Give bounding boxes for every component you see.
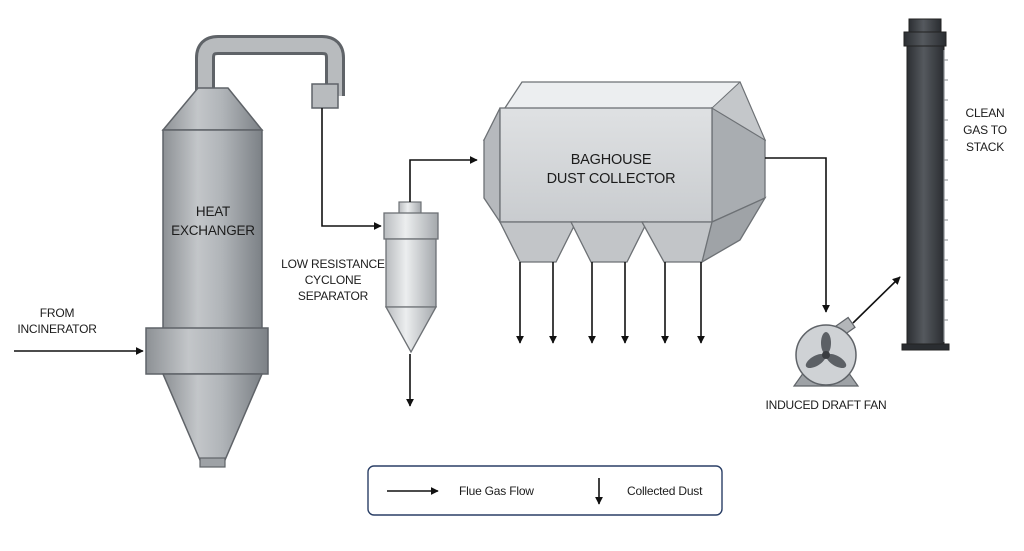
cyclone-separator xyxy=(383,201,439,354)
label-cyclone-line-1: LOW RESISTANCE xyxy=(281,257,385,271)
baghouse-hopper-1 xyxy=(498,221,578,263)
label-baghouse: BAGHOUSE DUST COLLECTOR xyxy=(547,152,676,187)
legend-box xyxy=(367,465,723,516)
baghouse-dust-collector xyxy=(482,81,767,264)
cyclone-cone xyxy=(384,306,438,354)
fan-blades-icon xyxy=(805,332,847,368)
label-baghouse-line-2: DUST COLLECTOR xyxy=(547,171,676,187)
legend-collected-dust-label: Collected Dust xyxy=(627,484,703,498)
arrow-fan-to-stack xyxy=(852,276,901,324)
stack-top-ring xyxy=(903,31,947,47)
stack-base xyxy=(901,343,950,351)
baghouse-hopper-side xyxy=(700,196,767,264)
baghouse-front-face xyxy=(499,107,713,223)
stack-body xyxy=(906,45,945,347)
cyclone-body xyxy=(385,238,437,308)
baghouse-hopper-2 xyxy=(569,221,649,263)
label-stack-line-3: STACK xyxy=(966,140,1004,154)
heat-exchanger xyxy=(145,35,345,468)
legend: Flue Gas Flow Collected Dust xyxy=(367,465,723,516)
heat-exchanger-outlet xyxy=(311,83,339,109)
induced-draft-fan xyxy=(792,316,860,387)
label-heat-exchanger-line-1: HEAT xyxy=(196,204,230,219)
cyclone-top-band xyxy=(383,212,439,240)
arrow-baghouse-to-fan xyxy=(765,157,830,313)
baghouse-right-bevel xyxy=(711,81,767,142)
collected-dust-lines xyxy=(406,262,705,407)
label-heat-exchanger: HEAT EXCHANGER xyxy=(171,204,255,238)
arrow-cyclone-to-baghouse xyxy=(409,156,478,202)
heat-exchanger-flange xyxy=(145,327,269,375)
heat-exchanger-top-cone xyxy=(161,87,264,131)
label-induced-draft-fan: INDUCED DRAFT FAN xyxy=(765,398,886,412)
arrow-exchanger-to-cyclone xyxy=(321,108,382,230)
label-baghouse-line-1: BAGHOUSE xyxy=(571,152,652,168)
stack-top-cap xyxy=(908,18,942,34)
heat-exchanger-drain xyxy=(199,457,226,468)
exhaust-stack xyxy=(901,18,950,351)
label-stack: CLEAN GAS TO STACK xyxy=(963,106,1007,154)
label-heat-exchanger-line-2: EXCHANGER xyxy=(171,223,255,238)
heat-exchanger-bottom-cone xyxy=(161,373,264,461)
label-cyclone-line-2: CYCLONE xyxy=(305,273,362,287)
label-from-incinerator: FROM INCINERATOR xyxy=(17,306,97,336)
baghouse-left-face xyxy=(483,107,501,225)
flue-gas-flow-lines xyxy=(14,108,901,355)
label-cyclone: LOW RESISTANCE CYCLONE SEPARATOR xyxy=(281,257,385,303)
label-stack-line-1: CLEAN xyxy=(965,106,1004,120)
label-stack-line-2: GAS TO xyxy=(963,123,1007,137)
label-cyclone-line-3: SEPARATOR xyxy=(298,289,369,303)
legend-flue-gas-label: Flue Gas Flow xyxy=(459,484,534,498)
label-from-incinerator-line-2: INCINERATOR xyxy=(17,322,97,336)
label-from-incinerator-line-1: FROM xyxy=(40,306,75,320)
stack-ladder-rungs xyxy=(944,59,948,321)
